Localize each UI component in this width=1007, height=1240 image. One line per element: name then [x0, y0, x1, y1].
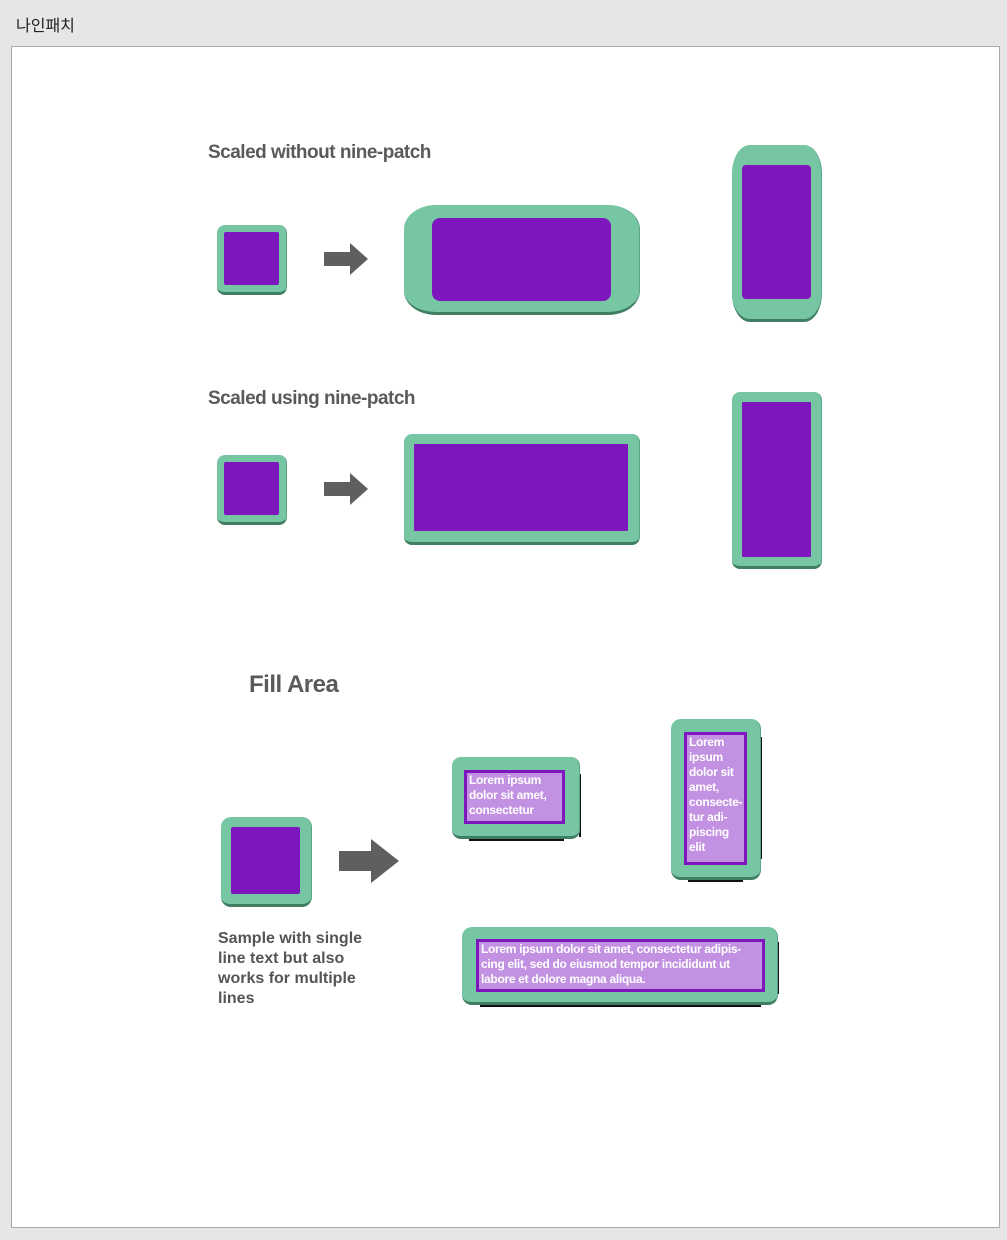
right-arrow-icon: [339, 839, 399, 883]
fill-area-wide-box: Lorem ipsum dolor sit amet, consectetur …: [462, 927, 778, 1005]
right-arrow-icon: [324, 243, 368, 275]
fill-area-caption: Sample with single line text but also wo…: [218, 929, 378, 1009]
fill-area-small-text: Lorem ipsum dolor sit amet, consectetur: [464, 770, 565, 824]
source-patch-image: [217, 455, 287, 525]
section-title-using-nine-patch: Scaled using nine-patch: [208, 388, 415, 410]
fill-area-tall-box: Lorem ipsum dolor sit amet, consecte-tur…: [671, 719, 761, 880]
window-title: 나인패치: [16, 12, 75, 36]
stretched-tall-image: [732, 145, 822, 322]
fill-area-small-box: Lorem ipsum dolor sit amet, consectetur: [452, 757, 580, 839]
right-arrow-icon: [324, 473, 368, 505]
source-patch-image: [217, 225, 287, 295]
stretched-wide-image: [404, 205, 640, 315]
stretch-guide-horizontal: [469, 839, 564, 841]
stretch-guide-horizontal: [688, 880, 743, 882]
fill-area-wide-text: Lorem ipsum dolor sit amet, consectetur …: [476, 939, 765, 992]
drawing-canvas: Scaled without nine-patch Scaled using n…: [11, 46, 1000, 1228]
fill-area-tall-text: Lorem ipsum dolor sit amet, consecte-tur…: [684, 732, 747, 865]
stretch-guide-horizontal: [480, 1005, 761, 1007]
section-title-fill-area: Fill Area: [249, 671, 338, 699]
section-title-without-nine-patch: Scaled without nine-patch: [208, 142, 431, 164]
nine-patch-tall-image: [732, 392, 822, 569]
fill-source-image: [221, 817, 312, 907]
nine-patch-wide-image: [404, 434, 640, 545]
